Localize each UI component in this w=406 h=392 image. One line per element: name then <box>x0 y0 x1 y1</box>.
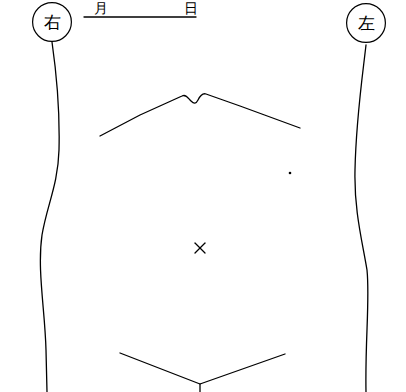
body-right-side <box>40 42 59 392</box>
navel-mark <box>195 243 205 253</box>
clavicle-line <box>100 94 300 136</box>
date-field-label: 日 <box>184 1 198 15</box>
circled-side-label: 右 <box>32 2 72 42</box>
circled-side-label: 左 <box>346 3 386 43</box>
date-underline <box>84 16 196 17</box>
groin-line <box>120 353 285 384</box>
date-field-label: 月 <box>94 1 108 15</box>
groin-line <box>199 384 200 392</box>
navel-mark <box>195 243 205 253</box>
circle-outline <box>347 4 386 43</box>
dot-mark <box>289 172 292 175</box>
side-label: 右 <box>32 14 72 31</box>
circle-outline <box>33 3 72 42</box>
side-label: 左 <box>346 15 386 32</box>
body-left-side <box>355 45 368 392</box>
